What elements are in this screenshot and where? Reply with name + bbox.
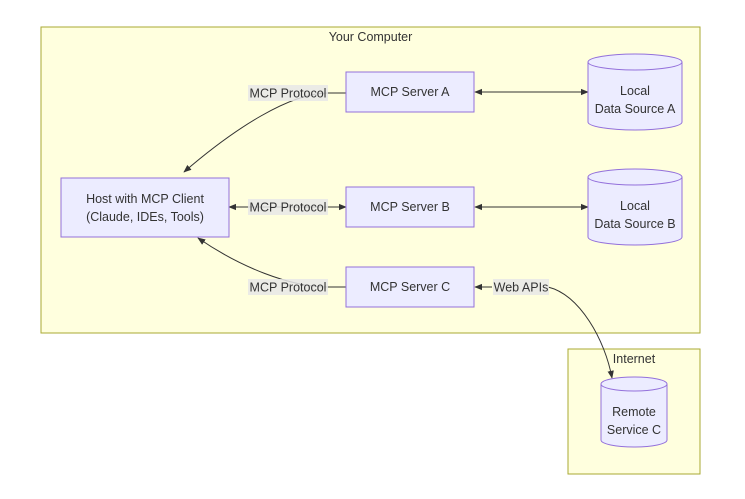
local-data-source-a-line1: Local xyxy=(620,84,650,98)
mcp-server-c-node[interactable]: MCP Server C xyxy=(345,266,475,308)
local-data-source-b-line1: Local xyxy=(620,199,650,213)
cluster-your-computer-label: Your Computer xyxy=(329,30,413,44)
host-node[interactable]: Host with MCP Client (Claude, IDEs, Tool… xyxy=(60,177,230,238)
mcp-server-a-label: MCP Server A xyxy=(371,85,451,99)
edge-label-host-a: MCP Protocol xyxy=(248,85,328,101)
svg-text:MCP Protocol: MCP Protocol xyxy=(250,281,327,295)
cluster-internet-label: Internet xyxy=(613,352,656,366)
remote-service-c-line2: Service C xyxy=(607,423,661,437)
svg-text:Web APIs: Web APIs xyxy=(494,281,549,295)
local-data-source-b-line2: Data Source B xyxy=(594,217,675,231)
host-node-line1: Host with MCP Client xyxy=(86,192,204,206)
local-data-source-a-node[interactable]: Local Data Source A xyxy=(587,53,683,131)
edge-label-host-c: MCP Protocol xyxy=(248,279,328,295)
svg-text:MCP Protocol: MCP Protocol xyxy=(250,201,327,215)
remote-service-c-line1: Remote xyxy=(612,405,656,419)
svg-text:MCP Protocol: MCP Protocol xyxy=(250,87,327,101)
remote-service-c-node[interactable]: Remote Service C xyxy=(600,376,668,448)
mcp-server-b-node[interactable]: MCP Server B xyxy=(345,186,475,228)
edge-label-web-apis: Web APIs xyxy=(493,279,549,295)
edge-label-host-b: MCP Protocol xyxy=(248,199,328,215)
edge-server-c-to-remote xyxy=(475,287,612,378)
host-node-line2: (Claude, IDEs, Tools) xyxy=(86,210,204,224)
local-data-source-a-line2: Data Source A xyxy=(595,102,676,116)
mcp-server-a-node[interactable]: MCP Server A xyxy=(345,71,475,113)
mcp-server-b-label: MCP Server B xyxy=(370,200,450,214)
mcp-server-c-label: MCP Server C xyxy=(370,280,450,294)
local-data-source-b-node[interactable]: Local Data Source B xyxy=(587,168,683,246)
